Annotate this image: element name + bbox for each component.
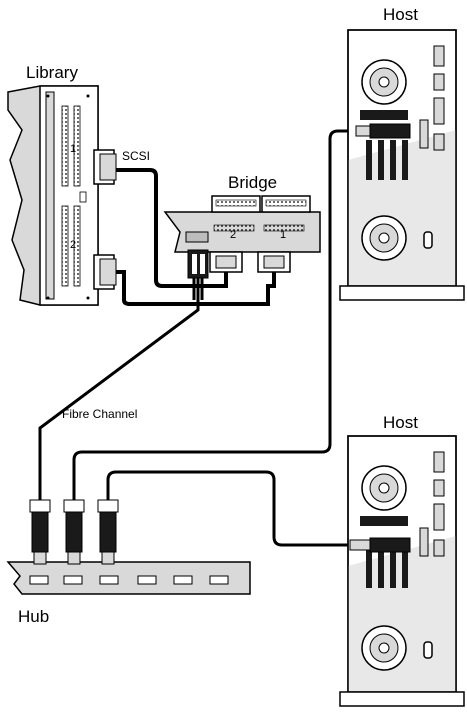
hub-connector-2 xyxy=(64,500,84,564)
hub-device xyxy=(8,500,250,594)
host-bottom-label: Host xyxy=(383,413,418,432)
hub-connector-1 xyxy=(30,500,50,564)
library-port-2-label: 2 xyxy=(70,239,76,251)
bridge-port-1-label: 1 xyxy=(280,229,286,241)
host-top-device xyxy=(340,30,464,300)
library-label: Library xyxy=(26,63,78,82)
hub-label: Hub xyxy=(18,607,49,626)
fibre-channel-label: Fibre Channel xyxy=(62,407,137,421)
bridge-device xyxy=(165,196,320,278)
scsi-label: SCSI xyxy=(122,149,150,163)
bridge-label: Bridge xyxy=(228,173,277,192)
host-top-label: Host xyxy=(383,5,418,24)
library-port-1-label: 1 xyxy=(70,143,76,155)
hub-connector-3 xyxy=(98,500,118,564)
bridge-port-2-label: 2 xyxy=(230,229,236,241)
library-device xyxy=(8,86,116,305)
host-bottom-device xyxy=(340,436,464,706)
